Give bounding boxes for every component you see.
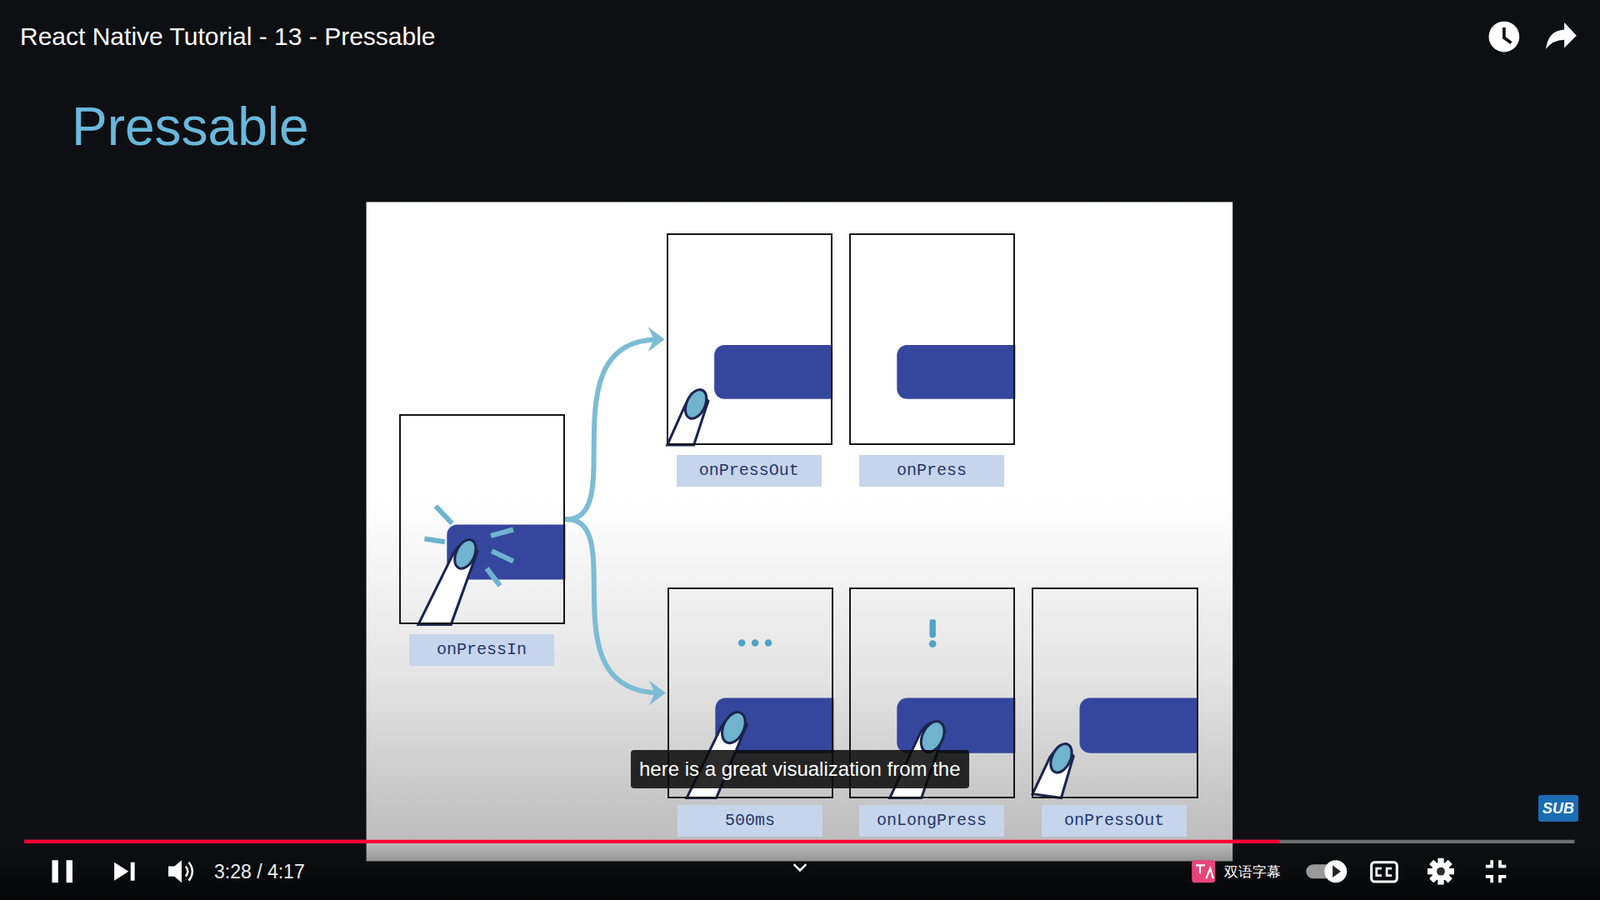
arrow-head (648, 326, 665, 352)
pause-icon (51, 860, 58, 883)
splash-line (424, 539, 445, 543)
cc-icon (1371, 862, 1398, 882)
button-shape (1080, 698, 1199, 754)
splash-line (486, 568, 500, 586)
volume-icon (168, 860, 182, 883)
exclamation-bar (930, 619, 936, 638)
progress-played (24, 840, 1280, 844)
watermark: SUB (1538, 795, 1579, 822)
gear-hole (1436, 867, 1445, 876)
waiting-dot (738, 639, 746, 647)
settings-icon (1427, 858, 1455, 885)
event-label: onLongPress (859, 805, 1005, 837)
button-shape (896, 345, 1015, 400)
clock-hands (1504, 27, 1512, 43)
button-shape (714, 345, 833, 400)
event-label: 500ms (677, 805, 823, 837)
splash-line (490, 530, 514, 536)
flow-curve (566, 339, 660, 520)
exclamation-dot (929, 640, 937, 648)
chevron-icon (794, 864, 807, 870)
panel-frame: onPressIn (399, 414, 566, 625)
waiting-dot (751, 639, 760, 647)
player-text: 3:28 / 4:17 (214, 860, 305, 883)
volume-wave (185, 866, 188, 877)
subtitle-caption: here is a great visualization from the (630, 750, 970, 789)
share-icon (1545, 22, 1577, 50)
slide-title: Pressable (71, 95, 310, 159)
toggle-knob (1324, 860, 1347, 883)
cc-glyph (1376, 868, 1392, 876)
translate-glyph (1195, 865, 1214, 879)
volume-wave (189, 862, 193, 881)
translate-icon (1191, 860, 1215, 883)
flow-arrow (566, 519, 665, 705)
panel-frame: onPress (849, 233, 1016, 445)
flow-curve (566, 519, 660, 693)
event-label: onPressOut (1041, 805, 1187, 837)
watch-later-icon (1489, 21, 1520, 53)
player-text: React Native Tutorial - 13 - Pressable (20, 21, 436, 52)
event-label: onPress (859, 455, 1005, 487)
splash-line (435, 505, 453, 524)
gear-tooth (1429, 860, 1453, 884)
fingernail (1046, 740, 1077, 776)
fingernail (450, 536, 481, 573)
panel-frame: onPressOut (666, 233, 834, 445)
event-label: onPressOut (676, 455, 822, 487)
exit-fullscreen-icon (1485, 860, 1506, 883)
progress-track (24, 840, 1575, 844)
player-text: 双语字幕 (1224, 862, 1281, 881)
next-icon (114, 862, 129, 881)
panel-frame: onPressOut (1031, 587, 1199, 798)
splash-line (491, 550, 514, 561)
fingernail (717, 708, 750, 747)
finger-group (418, 386, 1076, 799)
event-label: onPressIn (409, 634, 555, 666)
flow-arrow (566, 326, 665, 520)
fingernail (680, 386, 711, 423)
gear-tooth (1429, 860, 1453, 884)
toggle-play (1332, 865, 1341, 878)
pause-icon (66, 860, 73, 883)
arrow-head (649, 680, 666, 705)
waiting-dot (765, 639, 773, 647)
slide-background (366, 201, 1234, 861)
controls-shade (0, 842, 1600, 900)
next-icon (130, 862, 135, 881)
